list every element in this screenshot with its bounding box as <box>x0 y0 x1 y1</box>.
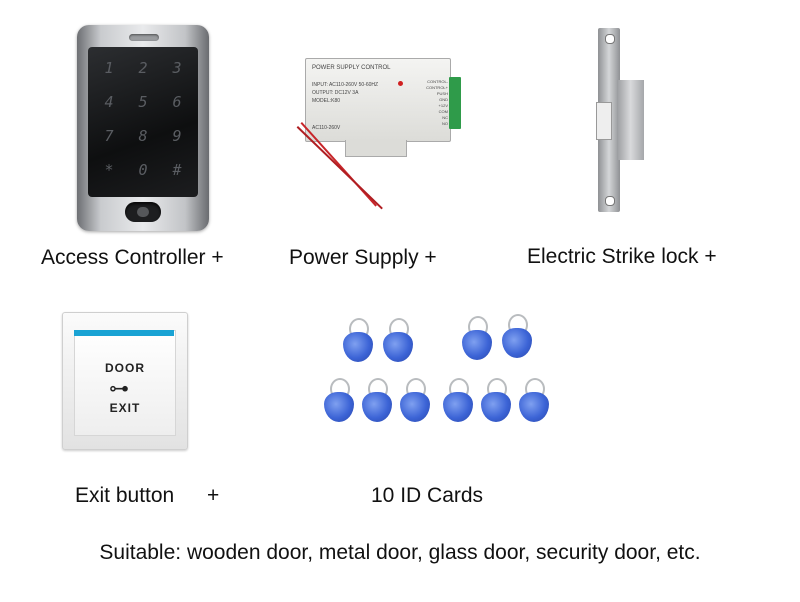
keypad-key: * <box>104 161 114 179</box>
caption-access-controller: Access Controller + <box>41 246 224 269</box>
id-tag-icon <box>383 318 413 362</box>
id-tag-icon <box>462 316 492 360</box>
screw-hole <box>605 34 615 44</box>
led-indicator-icon <box>398 81 403 86</box>
keypad-key: 4 <box>104 93 114 111</box>
id-tag-icon <box>519 378 549 422</box>
exit-button-face <box>74 330 176 436</box>
keypad-key: 2 <box>138 59 148 77</box>
id-tag-icon <box>481 378 511 422</box>
caption-strike-lock: Electric Strike lock + <box>527 245 717 268</box>
terminal-label: CONTROL- <box>427 79 448 84</box>
card-slot <box>129 34 159 41</box>
psu-title: POWER SUPPLY CONTROL <box>312 65 391 71</box>
exit-button-exit-text: EXIT <box>109 401 141 415</box>
psu-input: INPUT: AC110-260V 50-60HZ <box>312 82 379 88</box>
terminal-label: +12V <box>438 103 448 108</box>
psu-model: MODEL:K80 <box>312 98 341 104</box>
psu-ac: AC110-260V <box>312 125 341 131</box>
caption-power-supply: Power Supply + <box>289 246 437 269</box>
terminal-label: CONTROL+ <box>426 85 448 90</box>
keypad-panel: 1 2 3 4 5 6 7 8 9 * 0 # <box>88 47 198 197</box>
terminal-block <box>449 77 461 129</box>
strike-body <box>617 80 644 160</box>
psu-output: OUTPUT: DC12V 3A <box>312 90 359 96</box>
psu-terminal-labels: CONTROL- CONTROL+ PUSH GND +12V COM NC N… <box>418 79 448 127</box>
exit-button-door-text: DOOR <box>105 361 145 375</box>
terminal-label: NC <box>442 115 448 120</box>
suitable-footer: Suitable: wooden door, metal door, glass… <box>99 541 701 564</box>
power-supply-image: POWER SUPPLY CONTROL INPUT: AC110-260V 5… <box>305 58 461 142</box>
keypad-key: 6 <box>172 93 182 111</box>
caption-id-cards: 10 ID Cards <box>371 484 484 507</box>
caption-exit-plus: + <box>207 484 220 507</box>
exit-button-image: DOOR ⊶ EXIT <box>62 312 188 450</box>
keypad-key: 3 <box>172 59 182 77</box>
strike-keeper <box>596 102 612 140</box>
id-tag-icon <box>502 314 532 358</box>
keypad-key: # <box>172 161 182 179</box>
terminal-label: PUSH <box>436 91 448 96</box>
psu-mount-tab <box>345 140 407 157</box>
screw-hole <box>605 196 615 206</box>
exit-button-stripe <box>74 330 174 336</box>
keypad-key: 0 <box>138 161 148 179</box>
id-tag-icon <box>400 378 430 422</box>
id-tag-icon <box>362 378 392 422</box>
terminal-label: NO <box>442 121 448 126</box>
access-controller-image: 1 2 3 4 5 6 7 8 9 * 0 # <box>77 25 209 231</box>
caption-exit-button: Exit button <box>75 484 175 507</box>
id-tag-icon <box>343 318 373 362</box>
keypad-key: 5 <box>138 93 148 111</box>
keypad-key: 1 <box>104 59 114 77</box>
keypad-key: 8 <box>138 127 148 145</box>
id-tag-icon <box>443 378 473 422</box>
terminal-label: COM <box>438 109 448 114</box>
psu-specs: INPUT: AC110-260V 50-60HZ OUTPUT: DC12V … <box>312 81 378 105</box>
terminal-label: GND <box>439 97 448 102</box>
keypad-key: 9 <box>172 127 182 145</box>
key-icon: ⊶ <box>109 378 129 400</box>
id-tag-icon <box>324 378 354 422</box>
fingerprint-sensor <box>125 202 161 222</box>
keypad-key: 7 <box>104 127 114 145</box>
